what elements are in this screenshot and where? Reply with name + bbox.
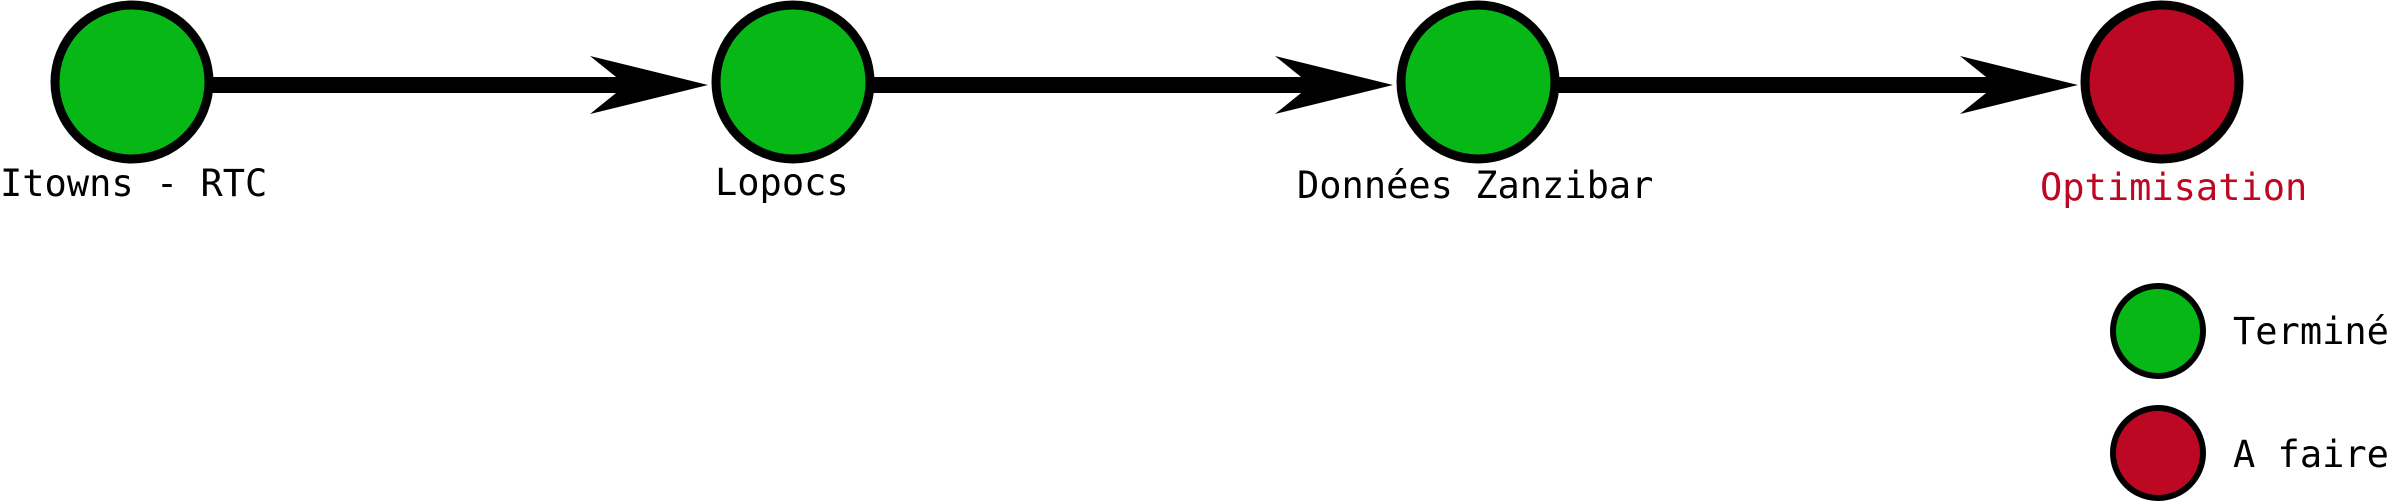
step-status-circle-icon: [2080, 0, 2244, 164]
step-node-1: Itowns - RTC: [0, 0, 267, 205]
step-node-4: Optimisation: [2040, 0, 2307, 209]
legend-label: Terminé: [2233, 310, 2389, 353]
step-label: Lopocs: [715, 161, 849, 204]
arrow-head-icon: [1275, 56, 1393, 114]
step-label: Optimisation: [2040, 166, 2307, 209]
arrows-layer: [210, 56, 2078, 114]
step-status-circle-icon: [50, 0, 214, 164]
legend-label: A faire: [2233, 433, 2389, 476]
step-node-2: Lopocs: [711, 0, 875, 204]
step-status-circle-icon: [1396, 0, 1560, 164]
legend-swatch-icon: [2110, 283, 2206, 379]
legend-item-todo: A faire: [2110, 405, 2389, 501]
legend-item-done: Terminé: [2110, 283, 2389, 379]
legend-swatch-icon: [2110, 405, 2206, 501]
step-node-3: Données Zanzibar: [1297, 0, 1653, 207]
steps-layer: Itowns - RTC Lopocs Données Zanzibar Opt…: [0, 0, 2307, 209]
step-label: Itowns - RTC: [0, 162, 267, 205]
arrow-step-1-to-2: [210, 56, 708, 114]
step-status-circle-icon: [711, 0, 875, 164]
legend: Terminé A faire: [2110, 283, 2389, 501]
arrow-step-3-to-4: [1557, 56, 2078, 114]
arrow-step-2-to-3: [872, 56, 1393, 114]
arrow-head-icon: [590, 56, 708, 114]
step-label: Données Zanzibar: [1297, 164, 1653, 207]
arrow-head-icon: [1960, 56, 2078, 114]
